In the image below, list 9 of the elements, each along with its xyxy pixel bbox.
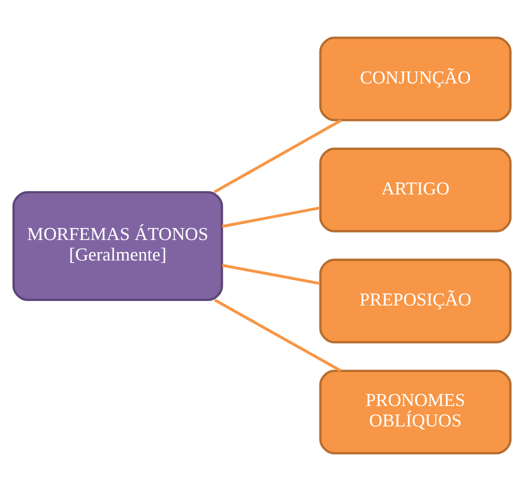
node-box: ARTIGO bbox=[318, 148, 512, 232]
node-box: PRONOMES OBLÍQUOS bbox=[318, 370, 512, 454]
connector bbox=[214, 298, 342, 372]
connector bbox=[221, 206, 320, 228]
connector bbox=[213, 119, 342, 194]
node-box: CONJUNÇÃO bbox=[318, 36, 512, 122]
node-box: PREPOSIÇÃO bbox=[318, 258, 512, 344]
connector bbox=[221, 264, 320, 285]
node-box: MORFEMAS ÁTONOS [Geralmente] bbox=[12, 191, 223, 302]
